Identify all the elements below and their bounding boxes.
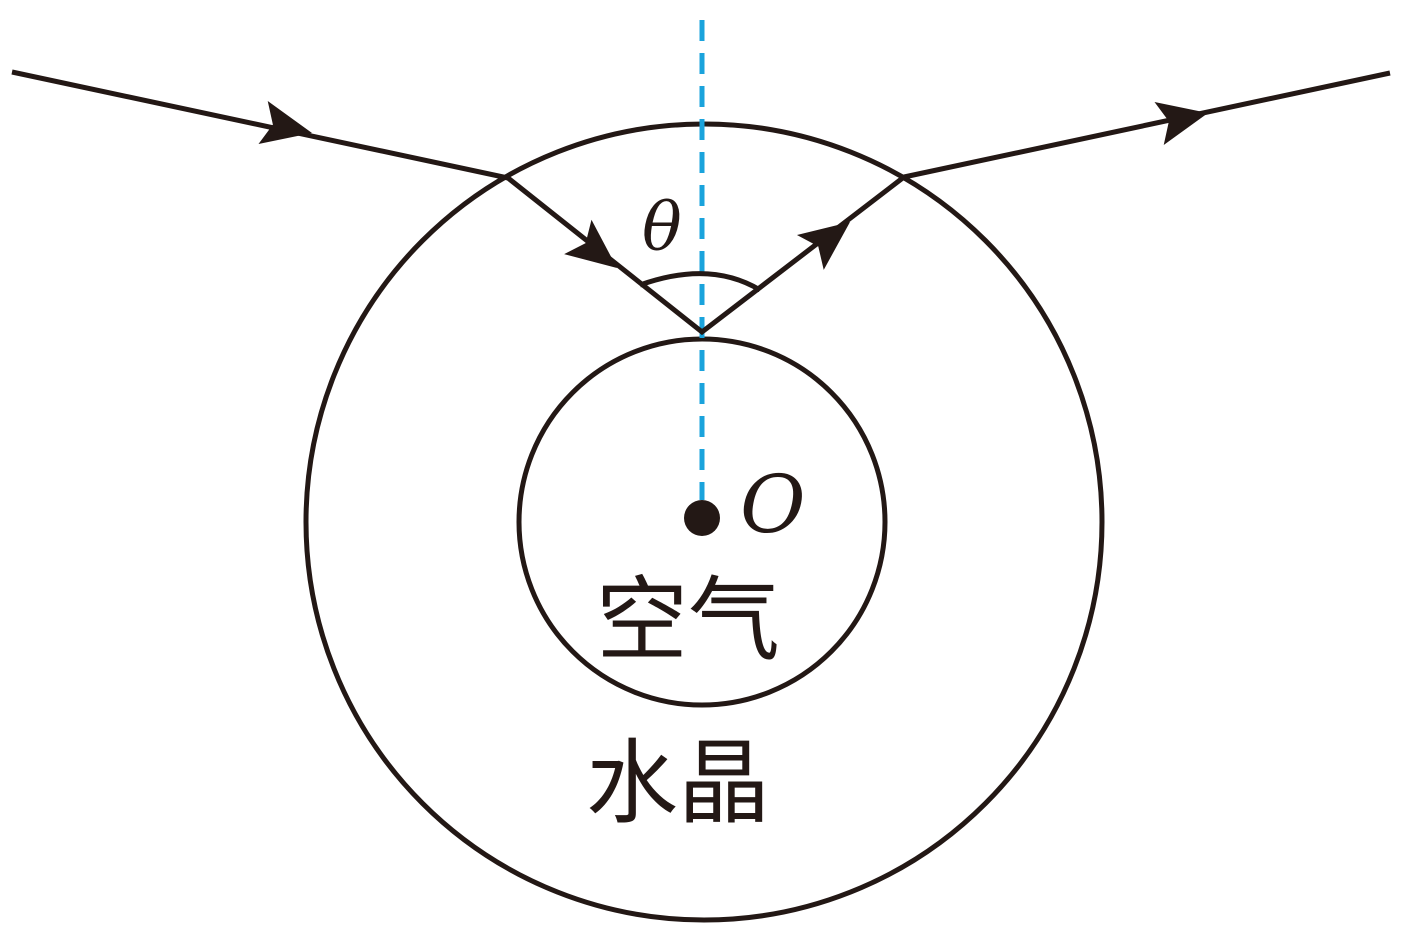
- center-point: [684, 500, 720, 536]
- center-label: O: [740, 458, 806, 551]
- angle-arc: [639, 271, 762, 293]
- arrowhead-incident: [258, 101, 312, 145]
- outer-medium-label: 水晶: [586, 730, 770, 837]
- inner-circle: [516, 336, 888, 708]
- inner-medium-label: 空气: [596, 567, 780, 674]
- arrowhead-reflected-out: [796, 222, 850, 270]
- arrowhead-refracted-in: [564, 219, 617, 268]
- angle-label: θ: [642, 189, 682, 266]
- light-ray-path: [11, 69, 1391, 336]
- arrowhead-exit: [1154, 101, 1208, 145]
